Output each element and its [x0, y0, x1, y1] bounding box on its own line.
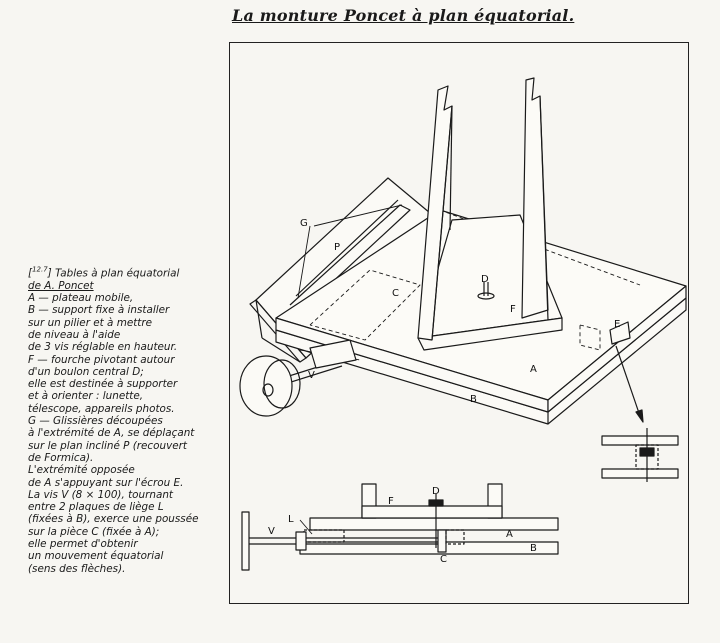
caption-line: et à orienter : lunette, — [28, 390, 144, 403]
caption-line: d'un boulon central D; — [28, 365, 144, 378]
label-d-side: D — [432, 486, 440, 497]
label-a-side: A — [506, 529, 513, 540]
caption-line: (sens des flèches). — [28, 562, 126, 575]
caption-line: sur un pilier et à mettre — [28, 316, 153, 329]
caption-line: La vis V (8 × 100), tournant — [28, 488, 173, 501]
label-f: F — [510, 304, 516, 315]
caption-line: A — plateau mobile, — [28, 292, 134, 305]
caption-line: B — support fixe à installer — [28, 304, 170, 317]
glissieres-g — [289, 199, 411, 313]
caption-line: un mouvement équatorial — [28, 550, 164, 563]
caption-line: de A s'appuyant sur l'écrou E. — [28, 476, 184, 489]
label-l-side: L — [288, 514, 294, 525]
side-elevation — [241, 483, 559, 571]
caption-line: de niveau à l'aide — [28, 328, 121, 341]
screw-v — [239, 339, 357, 417]
caption-line: elle est destinée à supporter — [28, 378, 178, 391]
label-a: A — [530, 364, 537, 375]
caption-line: de A. Poncet — [28, 279, 94, 292]
figure-frame — [229, 42, 689, 604]
label-b: B — [470, 394, 477, 405]
caption-line: G — Glissières découpées — [28, 415, 163, 428]
caption-line: F — fourche pivotant autour — [28, 353, 175, 366]
caption-line: à l'extrémité de A, se déplaçant — [28, 427, 195, 440]
label-p: P — [334, 242, 340, 253]
caption-line: de 3 vis réglable en hauteur. — [28, 341, 178, 354]
caption-line: télescope, appareils photos. — [28, 402, 175, 415]
caption-ref: [12.7] — [28, 266, 52, 280]
label-v-side: V — [268, 526, 275, 537]
caption-line: de Formica). — [28, 451, 94, 464]
label-g: G — [300, 218, 308, 229]
bolt-d — [477, 282, 495, 300]
caption-line: (fixées à B), exerce une poussée — [28, 513, 199, 526]
caption-line: entre 2 plaques de liège L — [28, 501, 164, 514]
nut-e — [609, 321, 631, 345]
label-f-side: F — [388, 496, 394, 507]
label-e: E — [614, 319, 620, 330]
caption-line: sur le plan incliné P (recouvert — [28, 439, 187, 452]
caption-line: elle permet d'obtenir — [28, 538, 138, 550]
fork-f — [417, 77, 563, 351]
figure-caption: [12.7] Tables à plan équatorial de A. Po… — [28, 264, 233, 575]
detail-arrow — [615, 345, 644, 423]
caption-line: L'extrémité opposée — [28, 464, 135, 477]
label-d: D — [481, 274, 489, 285]
detail-view-e — [601, 428, 679, 482]
label-leaders — [297, 204, 403, 535]
label-v: V — [308, 370, 315, 381]
label-c: C — [392, 288, 399, 299]
page-title: La monture Poncet à plan équatorial. — [232, 6, 575, 25]
caption-line: sur la pièce C (fixée à A); — [28, 525, 160, 538]
label-c-side: C — [440, 554, 447, 565]
label-b-side: B — [530, 543, 537, 554]
